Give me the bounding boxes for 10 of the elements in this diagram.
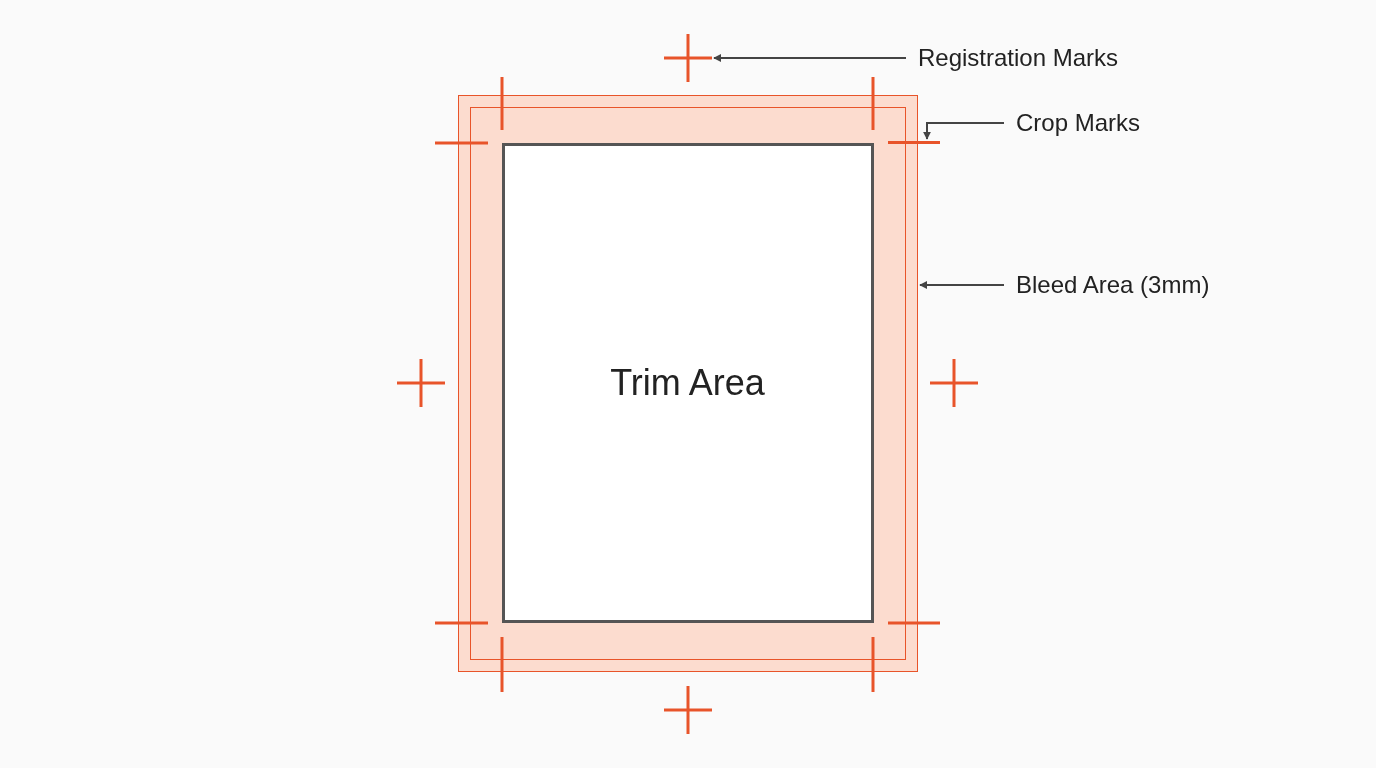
callout-label: Registration Marks bbox=[918, 43, 1158, 73]
leader-line bbox=[713, 54, 907, 62]
crop-mark bbox=[888, 141, 940, 144]
bleed-area-band bbox=[458, 95, 918, 672]
callout-label: Crop Marks bbox=[1016, 108, 1156, 138]
registration-mark bbox=[664, 34, 712, 82]
trim-area-box: Trim Area bbox=[501, 142, 874, 623]
leader-line bbox=[919, 281, 1005, 289]
callout-label: Bleed Area (3mm) bbox=[1016, 270, 1241, 300]
leader-line bbox=[923, 122, 1005, 140]
